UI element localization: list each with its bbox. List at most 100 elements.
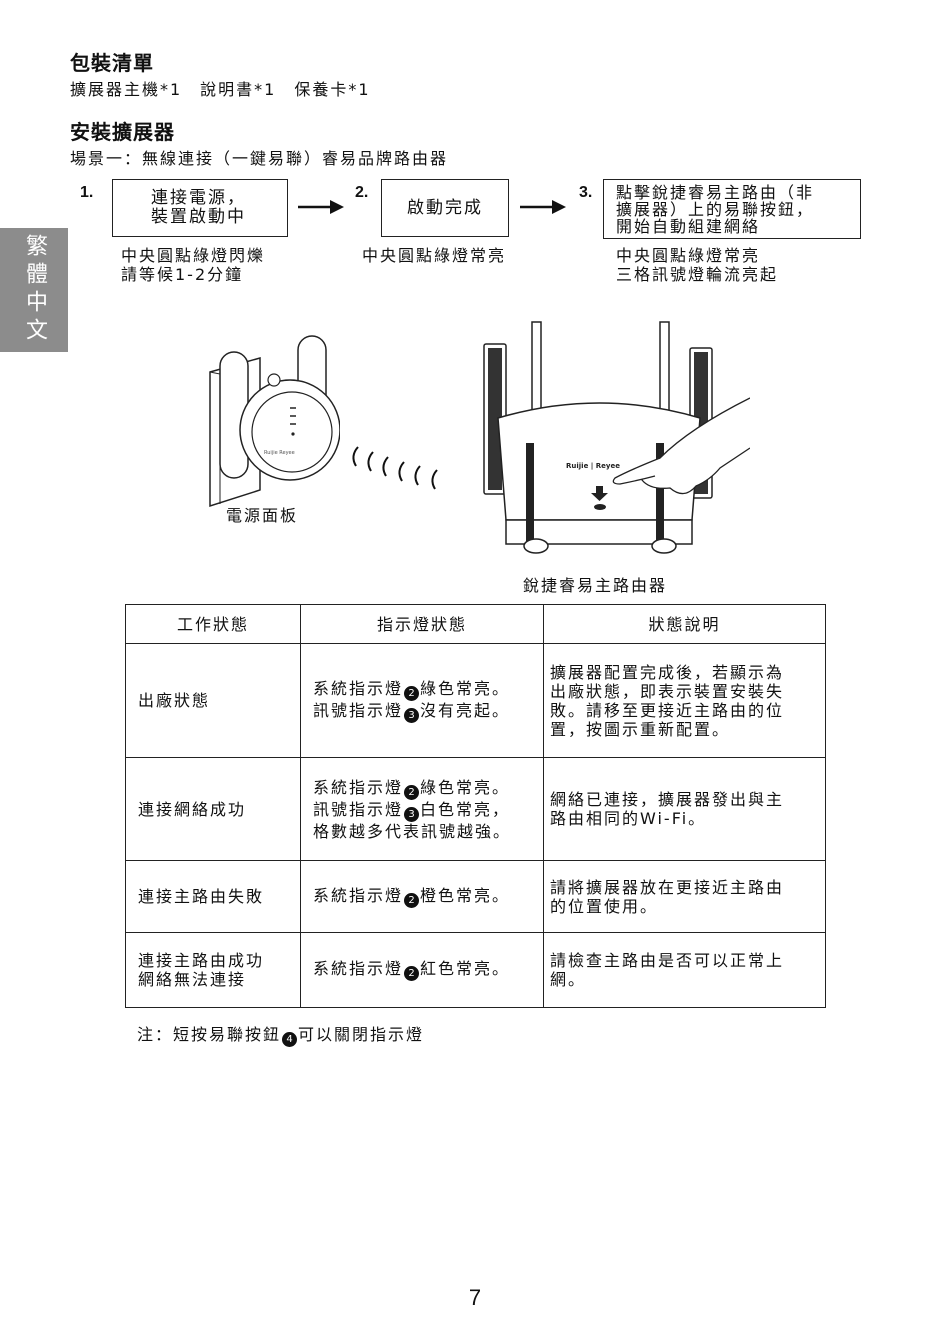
power-panel-label: 電源面板 (226, 506, 299, 525)
arrow-right-icon (520, 200, 566, 214)
header-state: 工作狀態 (125, 604, 301, 644)
scenario-text: 場景一：無線連接（一鍵易聯）睿易品牌路由器 (70, 149, 449, 168)
step-note: 中央圓點綠燈閃爍 請等候1-2分鐘 (121, 246, 265, 284)
step-box-line: 擴展器）上的易聯按鈕， (616, 199, 815, 219)
number-marker-icon: 2 (404, 966, 420, 981)
footnote-text: 注：短按易聯按鈕 (137, 1025, 282, 1044)
light-text: 訊號指示燈 (313, 799, 404, 819)
router-label: 銳捷睿易主路由器 (523, 576, 668, 595)
number-marker-icon: 2 (404, 784, 420, 800)
router-illustration: Ruijie | Reyee (483, 321, 750, 554)
step-box-line: 點擊銳捷睿易主路由（非 (616, 182, 815, 202)
light-text: 綠色常亮。 (420, 678, 511, 698)
state-line: 出廠狀態 (138, 691, 211, 710)
desc-line: 請將擴展器放在更接近主路由 (550, 877, 785, 897)
number-marker-icon: 4 (282, 1032, 298, 1047)
desc-line: 請檢查主路由是否可以正常上 (550, 951, 785, 970)
packing-title: 包裝清單 (70, 51, 154, 75)
desc-line: 敗。請移至更接近主路由的位 (550, 700, 785, 720)
desc-line: 路由相同的Wi-Fi。 (550, 809, 707, 828)
light-text: 系統指示燈 (313, 959, 404, 978)
step-box: 連接電源， 裝置啟動中 (112, 179, 288, 237)
number-marker-icon: 2 (404, 892, 420, 908)
state-line: 連接主路由失敗 (138, 887, 265, 906)
description-cell: 網絡已連接，擴展器發出與主 路由相同的Wi-Fi。 (543, 757, 826, 861)
step-box-line: 開始自動組建網絡 (616, 216, 761, 236)
step-note-line: 請等候1-2分鐘 (121, 265, 244, 284)
light-text: 沒有亮起。 (420, 700, 511, 720)
wireless-signal-icon (352, 446, 438, 490)
state-line: 連接網絡成功 (138, 799, 247, 819)
header-lights: 指示燈狀態 (300, 604, 544, 644)
step-note-line: 中央圓點綠燈常亮 (616, 246, 761, 265)
light-text: 系統指示燈 (313, 777, 404, 797)
arrow-right-icon (298, 200, 344, 214)
step-number: 2. (355, 184, 369, 201)
light-text: 白色常亮， (420, 799, 511, 819)
state-line: 網絡無法連接 (138, 970, 247, 989)
state-line: 連接主路由成功 (138, 951, 265, 970)
light-line: 格數越多代表訊號越強。 (313, 822, 537, 841)
state-cell: 出廠狀態 (125, 643, 301, 758)
desc-line: 網。 (550, 970, 587, 989)
page-number: 7 (468, 1285, 482, 1310)
number-marker-icon: 3 (404, 806, 420, 822)
desc-line: 置，按圖示重新配置。 (550, 719, 731, 739)
extender-brand-text: Ruijie Reyee (264, 450, 295, 456)
step-note: 中央圓點綠燈常亮 三格訊號燈輪流亮起 (616, 246, 778, 284)
step-note-line: 中央圓點綠燈常亮 (362, 246, 507, 265)
step-box-line: 啟動完成 (407, 197, 483, 218)
step-note: 中央圓點綠燈常亮 (362, 246, 506, 265)
light-text: 系統指示燈 (313, 885, 404, 905)
step-box: 啟動完成 (381, 179, 509, 237)
state-cell: 連接網絡成功 (125, 757, 301, 861)
header-description: 狀態說明 (543, 604, 826, 644)
packing-items: 擴展器主機*1 說明書*1 保養卡*1 (70, 80, 371, 99)
step-number: 3. (579, 184, 593, 201)
light-text: 系統指示燈 (313, 678, 404, 698)
light-text: 訊號指示燈 (313, 700, 404, 720)
light-text: 紅色常亮。 (420, 959, 511, 978)
desc-line: 擴展器配置完成後，若顯示為 (550, 662, 785, 682)
step-note-line: 三格訊號燈輪流亮起 (616, 265, 779, 284)
step-note-line: 中央圓點綠燈閃爍 (121, 246, 266, 265)
table-header-row: 工作狀態 指示燈狀態 狀態說明 (125, 604, 826, 644)
extender-plug-illustration: Ruijie Reyee (209, 335, 340, 508)
state-cell: 連接主路由成功 網絡無法連接 (125, 932, 301, 1008)
footnote-text: 可以關閉指示燈 (298, 1025, 425, 1044)
light-text: 橙色常亮。 (420, 885, 511, 905)
light-text: 格數越多代表訊號越強。 (313, 821, 512, 841)
number-marker-icon: 3 (404, 707, 420, 723)
description-cell: 擴展器配置完成後，若顯示為 出廠狀態，即表示裝置安裝失 敗。請移至更接近主路由的… (543, 643, 826, 758)
step-box-line: 連接電源， (151, 188, 246, 208)
number-marker-icon: 2 (404, 685, 420, 701)
state-cell: 連接主路由失敗 (125, 860, 301, 933)
description-cell: 請將擴展器放在更接近主路由 的位置使用。 (543, 860, 826, 933)
language-tab: 繁體中文 (0, 228, 68, 352)
desc-line: 的位置使用。 (550, 896, 659, 916)
install-title: 安裝擴展器 (70, 120, 175, 144)
step-number: 1. (80, 184, 94, 201)
step-box: 點擊銳捷睿易主路由（非 擴展器）上的易聯按鈕， 開始自動組建網絡 (603, 179, 861, 239)
description-cell: 請檢查主路由是否可以正常上 網。 (543, 932, 826, 1008)
light-text: 綠色常亮。 (420, 777, 511, 797)
desc-line: 出廠狀態，即表示裝置安裝失 (550, 681, 785, 701)
desc-line: 網絡已連接，擴展器發出與主 (550, 790, 785, 809)
router-brand-text: Ruijie | Reyee (566, 462, 620, 471)
